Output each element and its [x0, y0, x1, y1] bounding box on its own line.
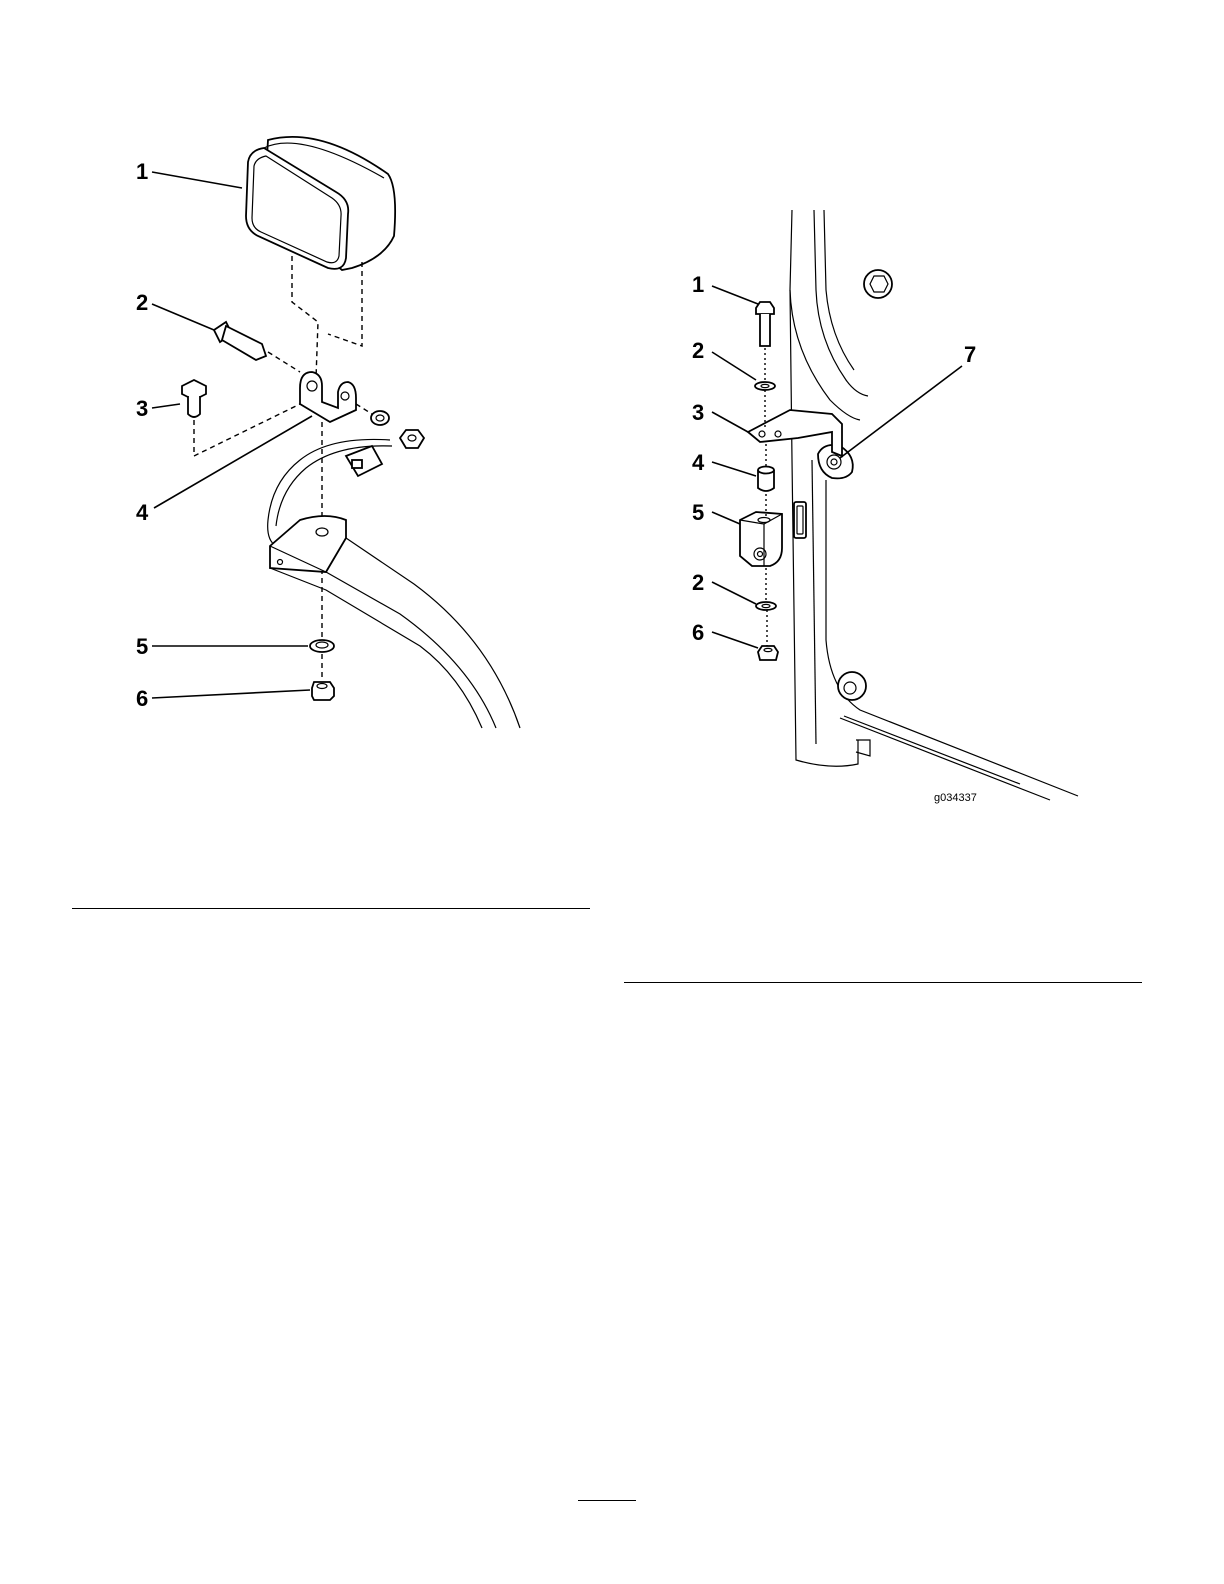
carriage-bolt	[214, 322, 266, 360]
callout-2b: 2	[692, 570, 704, 595]
callout-3: 3	[692, 400, 704, 425]
callout-5: 5	[136, 634, 148, 659]
callout-1: 1	[692, 272, 704, 297]
mirror-bolt	[756, 302, 774, 346]
callout-6: 6	[136, 686, 148, 711]
callout-6: 6	[692, 620, 704, 645]
callout-7: 7	[964, 342, 976, 367]
work-light	[246, 137, 395, 270]
divider-right	[624, 982, 1142, 983]
callout-4: 4	[136, 500, 149, 525]
lower-nut	[758, 646, 778, 660]
upper-washer	[755, 382, 775, 390]
hex-bolt	[182, 380, 206, 417]
callout-2: 2	[692, 338, 704, 363]
lock-washer	[371, 411, 389, 425]
support-arm	[270, 516, 520, 728]
lower-washer	[756, 602, 776, 610]
light-bracket	[300, 372, 356, 422]
figure-left-light-mount: 1 2 3 4 5 6	[136, 137, 520, 728]
callout-5: 5	[692, 500, 704, 525]
cab-post	[790, 210, 1078, 800]
figure-id: g034337	[934, 792, 977, 804]
divider-left	[72, 908, 590, 909]
hex-nut	[400, 430, 424, 448]
divider-footer	[578, 1500, 636, 1501]
callout-2: 2	[136, 290, 148, 315]
figure-right-mirror-mount: 1 2 3 4 5 2 6 7 g034337	[692, 210, 1078, 804]
spacer	[758, 467, 774, 492]
callout-3: 3	[136, 396, 148, 421]
flat-washer	[310, 640, 334, 652]
pivot-block	[740, 512, 782, 566]
flange-nut	[312, 682, 334, 700]
callout-4: 4	[692, 450, 705, 475]
callout-1: 1	[136, 159, 148, 184]
